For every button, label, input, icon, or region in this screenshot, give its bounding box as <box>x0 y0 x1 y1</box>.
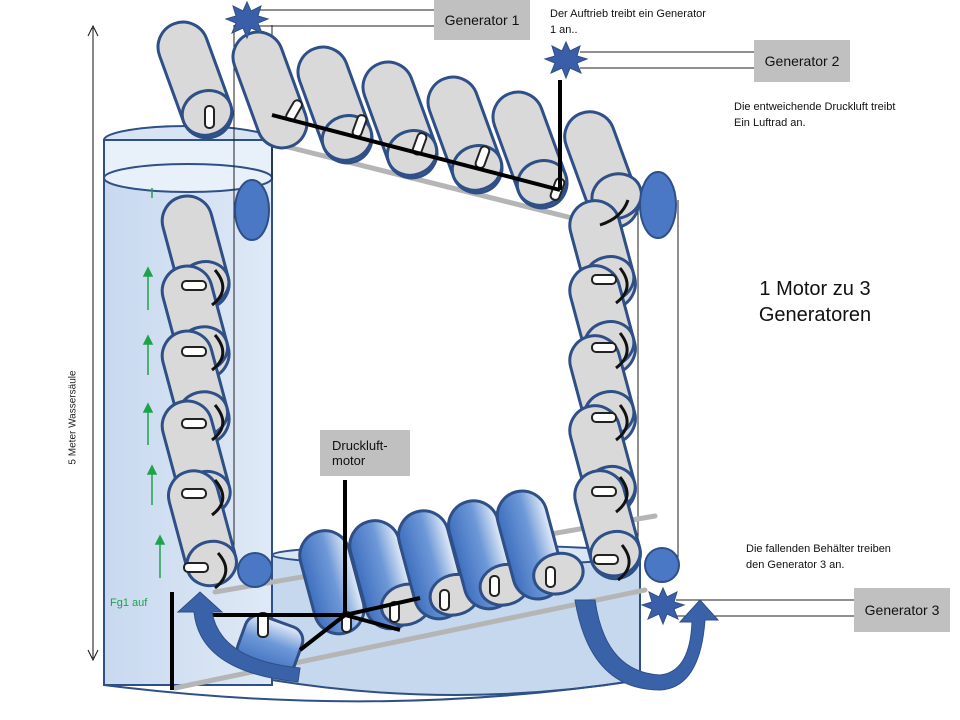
note-buoyancy-line-1: Der Auftrieb treibt ein Generator <box>550 8 706 20</box>
height-label: 5 Meter Wassersäule <box>67 370 79 465</box>
pulley-top-left <box>234 179 270 241</box>
note-compressed-air-line-1: Die entweichende Druckluft treibt <box>734 101 896 113</box>
valve-pins <box>181 99 619 638</box>
pulley-bottom-left <box>237 552 273 588</box>
force-label: Fg1 auf <box>110 597 148 609</box>
canister-clips <box>211 199 631 590</box>
druckluft-motor-line-2: motor <box>332 453 366 468</box>
diagram-title-line-2: Generatoren <box>758 304 872 326</box>
buoyancy-arrows <box>142 188 166 578</box>
note-falling-containers-line-1: Die fallenden Behälter treiben <box>746 543 891 555</box>
note-falling-containers-line-2: den Generator 3 an. <box>746 559 845 571</box>
left-column-canisters <box>160 194 238 588</box>
pulleys <box>234 171 680 588</box>
note-falling-containers: Die fallenden Behälter treiben den Gener… <box>746 541 891 573</box>
druckluft-motor-label: Druckluft- motor <box>320 430 410 476</box>
flow-arrows <box>176 591 720 691</box>
generator-1-label: Generator 1 <box>434 0 530 40</box>
note-buoyancy-line-2: 1 an.. <box>550 24 578 36</box>
note-compressed-air: Die entweichende Druckluft treibt Ein Lu… <box>734 99 895 131</box>
gear-2-icon <box>543 40 589 80</box>
lever-rods <box>170 80 562 690</box>
diagram-title: 1 Motor zu 3 Generatoren <box>730 276 900 328</box>
right-column-canisters <box>568 199 642 581</box>
diagram-title-line-1: 1 Motor zu 3 <box>759 278 871 300</box>
height-dimension <box>87 24 99 662</box>
pulley-bottom-right <box>644 547 680 583</box>
pulley-top-right <box>639 171 677 239</box>
gear-1-icon <box>224 0 270 40</box>
gears <box>224 0 686 626</box>
note-buoyancy: Der Auftrieb treibt ein Generator 1 an.. <box>550 6 706 38</box>
generator-2-label: Generator 2 <box>754 40 850 82</box>
note-compressed-air-line-2: Ein Luftrad an. <box>734 117 806 129</box>
druckluft-motor-line-1: Druckluft- <box>332 438 388 453</box>
generator-3-label: Generator 3 <box>854 588 950 632</box>
gear-3-icon <box>640 586 686 626</box>
